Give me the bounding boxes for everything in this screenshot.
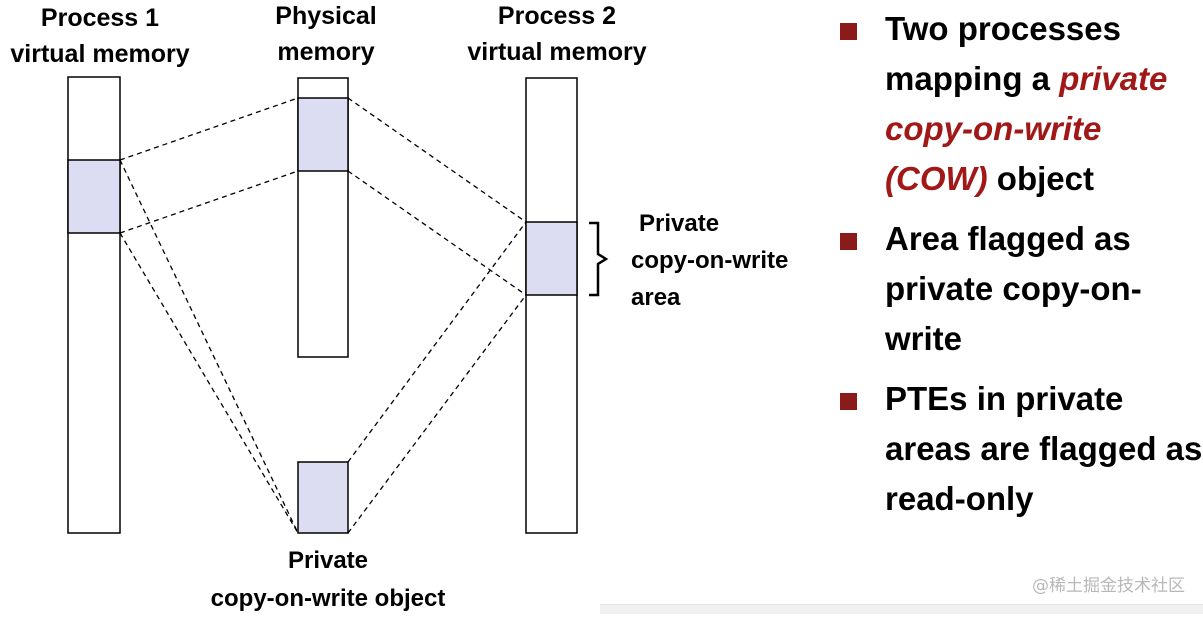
p1-to-object-top-line xyxy=(119,159,299,534)
process1-label-line2: virtual memory xyxy=(10,40,190,68)
cow-object-box xyxy=(297,461,349,534)
process2-label-line2: virtual memory xyxy=(467,38,647,66)
bullet-text: Area flagged as private copy-on-write xyxy=(885,220,1142,357)
bullet-marker-icon xyxy=(840,393,857,410)
bullet-text: Two processes mapping a xyxy=(885,10,1121,97)
cow-object-label: Private copy-on-write object xyxy=(183,542,473,618)
bullet-marker-icon xyxy=(840,23,857,40)
physical-top-to-p2-line xyxy=(347,97,527,223)
physical-memory-label-line2: memory xyxy=(277,38,375,66)
cow-area-label: Private copy-on-write area xyxy=(631,205,788,316)
bullet-item: PTEs in private areas are flagged as rea… xyxy=(838,374,1203,524)
process1-memory-column xyxy=(67,76,121,534)
process2-cow-region xyxy=(525,221,578,296)
process1-label: Process 1 virtual memory xyxy=(0,0,200,72)
bullet-item: Area flagged as private copy-on-write xyxy=(838,214,1203,364)
cow-object-label-line2: copy-on-write object xyxy=(210,585,446,612)
physical-bottom-to-p2-line xyxy=(347,170,527,296)
cow-area-brace xyxy=(589,221,609,297)
watermark: @稀土掘金技术社区 xyxy=(1032,576,1185,596)
bullet-marker-icon xyxy=(840,233,857,250)
physical-memory-label: Physical memory xyxy=(226,0,426,70)
cow-object-label-line1: Private xyxy=(287,547,369,574)
process2-label-line1: Process 2 xyxy=(497,2,617,30)
physical-memory-label-line1: Physical xyxy=(275,2,377,30)
cow-area-label-line1: Private xyxy=(639,210,720,237)
bullet-text-end: object xyxy=(987,160,1094,197)
process1-label-line1: Process 1 xyxy=(40,4,160,32)
bottom-strip xyxy=(600,604,1203,614)
p1-to-object-bottom-line xyxy=(119,232,299,534)
bullet-item: Two processes mapping a private copy-on-… xyxy=(838,4,1203,204)
bullet-list: Two processes mapping a private copy-on-… xyxy=(838,4,1203,534)
p1-to-physical-top-line xyxy=(119,97,299,161)
memory-mapping-diagram xyxy=(67,76,609,534)
mapping-lines xyxy=(119,97,527,534)
p1-to-physical-bottom-line xyxy=(119,170,299,234)
object-bottom-to-p2-line xyxy=(347,294,527,534)
process2-label: Process 2 virtual memory xyxy=(452,0,662,70)
cow-area-label-line3: area xyxy=(631,284,681,311)
bullet-text: PTEs in private areas are flagged as rea… xyxy=(885,380,1203,517)
physical-cow-region xyxy=(297,97,349,172)
cow-area-label-line2: copy-on-write xyxy=(631,247,789,274)
process1-cow-region xyxy=(67,159,121,234)
process2-memory-column xyxy=(525,77,578,534)
object-top-to-p2-line xyxy=(347,221,527,463)
bullet-emphasis: private copy-on-write (COW) xyxy=(885,60,1168,197)
